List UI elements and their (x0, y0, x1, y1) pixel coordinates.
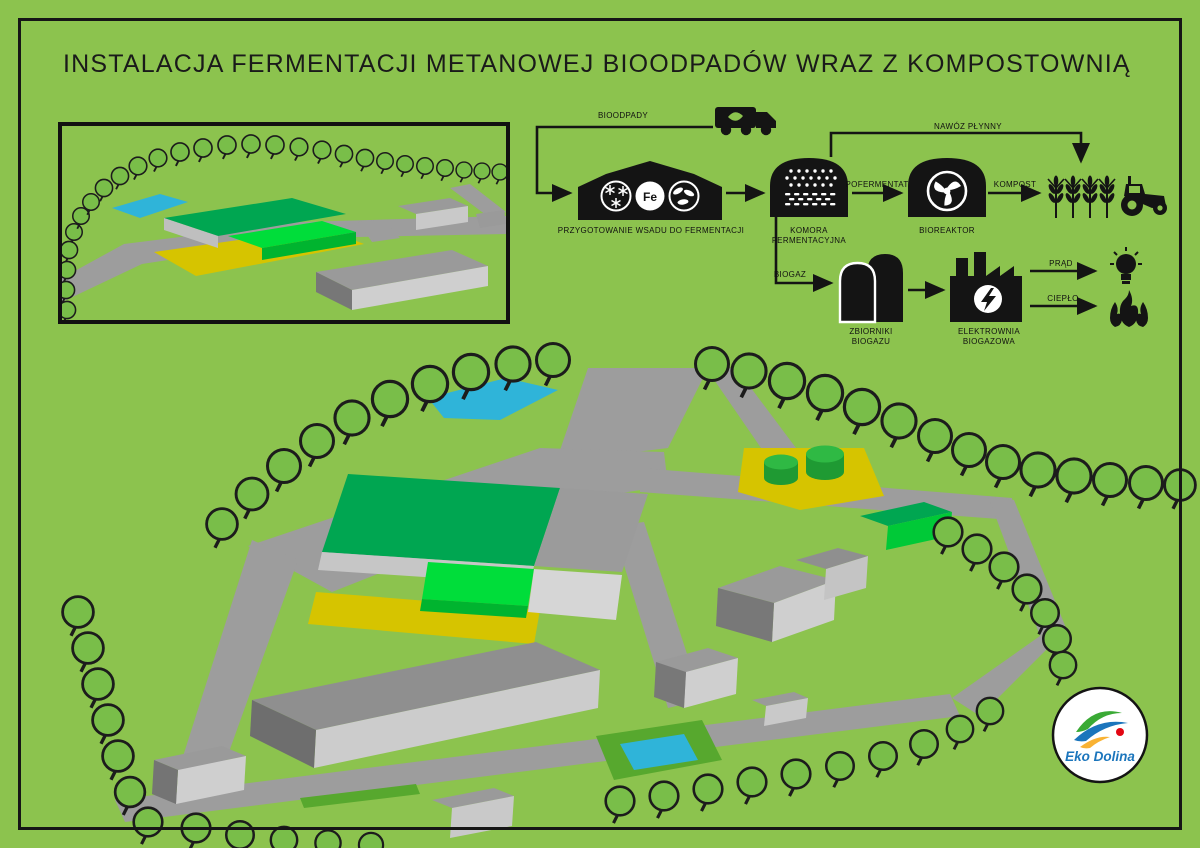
fe-symbol: Fe (643, 190, 657, 204)
wheat-icon (1046, 174, 1117, 219)
composting-hall (250, 642, 600, 768)
inset-3d-render (56, 126, 509, 325)
fermentation-chamber-icon (770, 158, 848, 217)
tractor-icon (1121, 176, 1167, 216)
bioreactor-icon (908, 158, 986, 217)
flame-icon (1110, 290, 1148, 327)
label-pofermentat: POFERMENTAT (845, 180, 909, 189)
hedge-strip (300, 784, 420, 808)
truck-icon (715, 107, 776, 136)
label-nawoz-plynny: NAWÓZ PŁYNNY (934, 122, 1002, 131)
leaf-symbols (673, 187, 695, 205)
flow-arrows (535, 125, 1098, 316)
digester-tanks (764, 445, 844, 485)
biogas-tanks-icon (838, 254, 903, 324)
label-biogaz: BIOGAZ (773, 270, 807, 279)
retention-basin (596, 720, 722, 780)
freeze-symbols (605, 185, 628, 208)
main-sorting-hall (308, 474, 648, 644)
logo-text: Eko Dolina (1065, 749, 1135, 764)
page-title: INSTALACJA FERMENTACJI METANOWEJ BIOODPA… (63, 50, 1131, 78)
flow-graphics: Fe (535, 107, 1167, 327)
preparation-building-icon: Fe (578, 161, 722, 220)
eko-dolina-logo: Eko Dolina (1050, 685, 1150, 785)
inset-pond (112, 194, 188, 218)
green-storage-building (860, 502, 952, 550)
label-komora: KOMORA FERMENTACYJNA (771, 226, 847, 246)
inset-buildings (154, 198, 506, 310)
bulb-icon (1110, 247, 1142, 284)
label-kompost: KOMPOST (993, 180, 1037, 189)
label-bioodpady: BIOODPADY (597, 111, 649, 120)
label-zbiorniki: ZBIORNIKI BIOGAZU (849, 327, 893, 347)
label-przygotowanie: PRZYGOTOWANIE WSADU DO FERMENTACJI (557, 226, 745, 235)
process-flow-diagram: Fe (518, 100, 1186, 362)
label-bioreaktor: BIOREAKTOR (919, 226, 975, 235)
label-cieplo: CIEPŁO (1047, 294, 1079, 303)
pond (428, 378, 558, 420)
label-elektrownia: ELEKTROWNIA BIOGAZOWA (957, 327, 1021, 347)
label-prad: PRĄD (1049, 259, 1073, 268)
power-plant-icon (950, 252, 1022, 322)
gray-buildings (152, 548, 868, 838)
site-overview-inset (56, 122, 510, 325)
logo-mark: Eko Dolina (1051, 686, 1149, 784)
